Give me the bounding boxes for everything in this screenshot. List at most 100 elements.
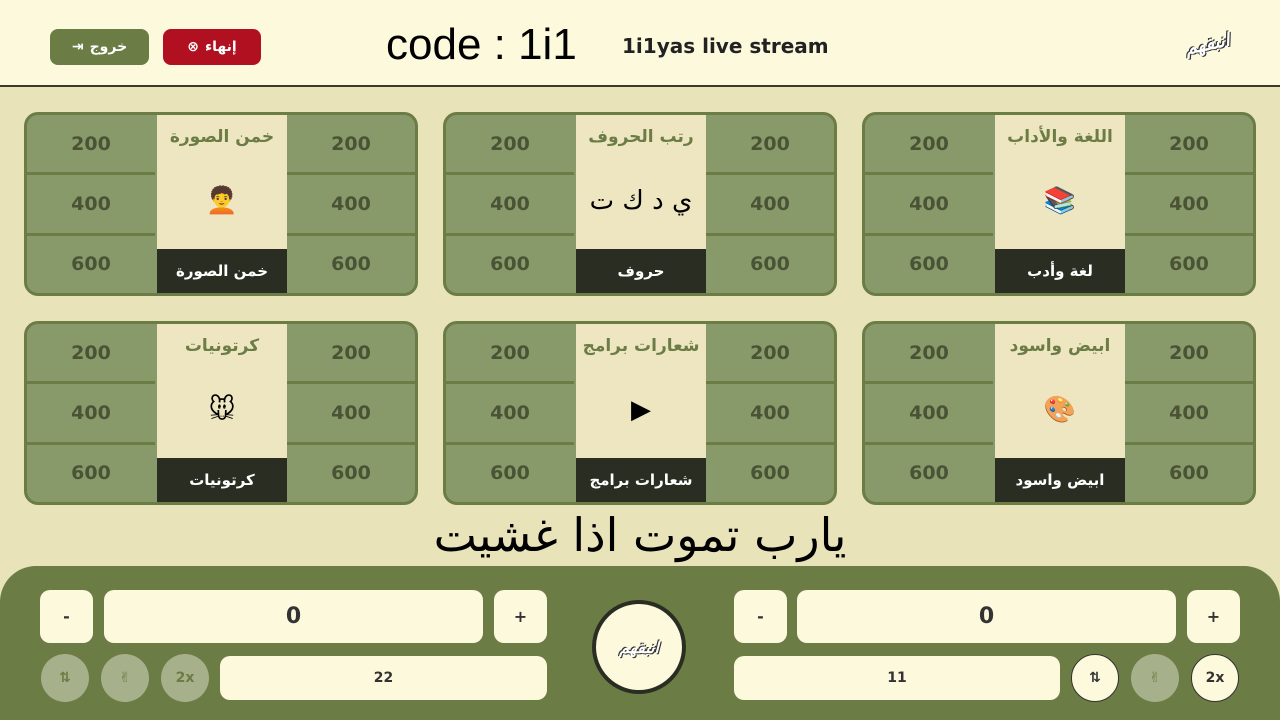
team2-plus-button[interactable]: + [1187,590,1240,643]
question-left-1[interactable]: 400 [27,175,155,236]
team2-name[interactable]: 11 [734,656,1060,700]
question-right-0[interactable]: 200 [1125,115,1253,176]
team1-name[interactable]: 22 [220,656,547,700]
category-label: شعارات برامج [576,458,706,502]
team2-hand-icon[interactable]: ✌ [1131,654,1179,702]
question-right-2[interactable]: 600 [1169,462,1209,485]
category-label: حروف [576,249,706,293]
category-image[interactable]: خمن الصورة 🧑‍🦱 خمن الصورة [157,115,287,293]
team1-score: 0 [104,590,483,643]
question-left-2[interactable]: 600 [490,462,530,485]
close-circle-icon: ⊗ [187,39,199,55]
team2-swap-icon[interactable]: ⇅ [1071,654,1119,702]
question-left-0[interactable]: 200 [27,324,155,385]
overlay-text: يارب تموت اذا غشيت [433,508,847,562]
question-right-1[interactable]: 400 [1125,384,1253,445]
category-art: 🐭 [208,395,236,425]
team1-hand-icon[interactable]: ✌ [101,654,149,702]
question-right-0[interactable]: 200 [287,324,415,385]
category-title: اللغة والأداب [1007,127,1113,147]
question-left-1[interactable]: 400 [27,384,155,445]
question-left-1[interactable]: 400 [865,175,993,236]
category-title: ابيض واسود [1009,336,1111,356]
team2-double-button[interactable]: 2x [1191,654,1239,702]
question-right-0[interactable]: 200 [706,115,834,176]
question-left-1[interactable]: 400 [446,175,574,236]
question-left-1[interactable]: 400 [865,384,993,445]
logo: انبقهم [1183,29,1232,60]
team1-double-button[interactable]: 2x [161,654,209,702]
category-title: شعارات برامج [582,336,700,356]
category-image[interactable]: رتب الحروف ي د ك ت حروف [576,115,706,293]
question-left-2[interactable]: 600 [490,253,530,276]
team2-score: 0 [797,590,1176,643]
question-left-0[interactable]: 200 [865,115,993,176]
question-right-1[interactable]: 400 [287,384,415,445]
question-right-1[interactable]: 400 [1125,175,1253,236]
question-right-2[interactable]: 600 [750,253,790,276]
game-code: code : 1i1 [386,20,577,69]
question-right-2[interactable]: 600 [1169,253,1209,276]
question-left-2[interactable]: 600 [909,462,949,485]
category-art: 🧑‍🦱 [205,186,239,216]
category-label: لغة وأدب [995,249,1125,293]
question-left-0[interactable]: 200 [27,115,155,176]
center-logo: انبقهم [592,600,686,694]
team1-plus-button[interactable]: + [494,590,547,643]
exit-button[interactable]: ⇥خروج [50,29,149,65]
category-image[interactable]: شعارات برامج ▶ شعارات برامج [576,324,706,502]
category-label: كرتونيات [157,458,287,502]
category-title: كرتونيات [184,336,260,356]
team1-swap-icon[interactable]: ⇅ [41,654,89,702]
question-right-0[interactable]: 200 [287,115,415,176]
scoreboard-panel: - 0 + ⇅ ✌ 2x 22 - 0 + 11 ⇅ ✌ 2x [0,566,1280,720]
category-image[interactable]: كرتونيات 🐭 كرتونيات [157,324,287,502]
question-left-0[interactable]: 200 [446,115,574,176]
category-title: خمن الصورة [169,127,275,147]
exit-icon: ⇥ [71,39,84,55]
top-bar: ⇥خروج ⊗إنهاء code : 1i1 1i1yas live stre… [0,0,1280,87]
question-right-1[interactable]: 400 [287,175,415,236]
question-right-1[interactable]: 400 [706,384,834,445]
question-left-2[interactable]: 600 [71,462,111,485]
question-left-0[interactable]: 200 [446,324,574,385]
question-right-0[interactable]: 200 [1125,324,1253,385]
category-art: 🎨 [1043,395,1077,425]
category-label: ابيض واسود [995,458,1125,502]
category-image[interactable]: ابيض واسود 🎨 ابيض واسود [995,324,1125,502]
question-left-2[interactable]: 600 [71,253,111,276]
category-title: رتب الحروف [588,127,694,147]
question-right-2[interactable]: 600 [750,462,790,485]
question-right-1[interactable]: 400 [706,175,834,236]
question-left-2[interactable]: 600 [909,253,949,276]
category-art: 📚 [1043,186,1077,216]
question-right-2[interactable]: 600 [331,253,371,276]
question-right-2[interactable]: 600 [331,462,371,485]
question-left-1[interactable]: 400 [446,384,574,445]
question-right-0[interactable]: 200 [706,324,834,385]
team2-minus-button[interactable]: - [734,590,787,643]
team1-minus-button[interactable]: - [40,590,93,643]
category-image[interactable]: اللغة والأداب 📚 لغة وأدب [995,115,1125,293]
question-left-0[interactable]: 200 [865,324,993,385]
stream-title: 1i1yas live stream [622,34,829,58]
end-game-button[interactable]: ⊗إنهاء [163,29,261,65]
category-label: خمن الصورة [157,249,287,293]
